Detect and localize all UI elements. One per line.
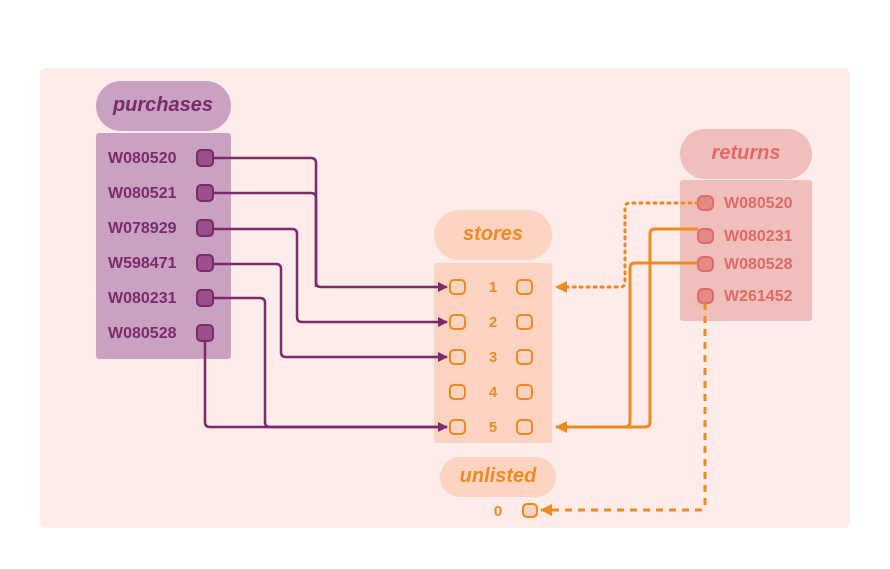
purchase-row: W080521: [108, 184, 214, 202]
store-number: 1: [489, 279, 497, 296]
store-port-out: [516, 349, 533, 365]
return-port: [697, 288, 714, 304]
purchase-port: [196, 219, 214, 237]
purchases-group: purchases W080520W080521W078929W598471W0…: [96, 81, 231, 359]
link-purchase-W080521-to-store-1: [212, 191, 318, 287]
return-row: W080231: [697, 228, 793, 245]
unlisted-value: 0: [494, 503, 502, 520]
store-port-in: [449, 419, 466, 435]
link-purchase-W598471-to-store-3: [212, 262, 448, 362]
store-row: 1: [449, 279, 533, 296]
purchase-row: W598471: [108, 254, 214, 272]
store-row: 3: [449, 349, 533, 366]
store-row: 5: [449, 419, 533, 436]
purchase-id: W080520: [108, 150, 177, 167]
store-port-in: [449, 314, 466, 330]
purchase-id: W080528: [108, 325, 177, 342]
store-port-in: [449, 349, 466, 365]
return-links: [540, 201, 707, 516]
return-id: W080231: [724, 228, 793, 245]
return-port: [697, 228, 714, 244]
returns-box: [680, 180, 812, 321]
unlisted-port: [522, 503, 538, 518]
link-return-W261452-to-unlisted: [540, 303, 707, 516]
store-port-in: [449, 279, 466, 295]
purchase-id: W598471: [108, 255, 177, 272]
unlisted-title: unlisted: [460, 465, 537, 487]
return-port: [697, 195, 714, 211]
link-return-W080528-to-store-5: [624, 261, 698, 429]
purchases-title-pill: [96, 81, 231, 131]
store-row: 4: [449, 384, 533, 401]
stores-title-pill: [434, 210, 552, 260]
purchase-row: W078929: [108, 219, 214, 237]
unlisted-title-pill: [440, 457, 556, 497]
store-port-in: [449, 384, 466, 400]
store-port-out: [516, 314, 533, 330]
purchase-links: [203, 156, 448, 432]
purchase-port: [196, 324, 214, 342]
purchases-title: purchases: [112, 94, 213, 116]
purchase-id: W078929: [108, 220, 177, 237]
store-number: 5: [489, 419, 497, 436]
purchase-id: W080521: [108, 185, 177, 202]
stores-group: stores 1 2 3 4 5: [434, 210, 552, 443]
purchase-id: W080231: [108, 290, 177, 307]
return-id: W080528: [724, 256, 793, 273]
link-return-W080520-to-store-1: [554, 201, 700, 293]
store-number: 3: [489, 349, 497, 366]
returns-title: returns: [712, 142, 781, 164]
store-port-out: [516, 384, 533, 400]
link-purchase-W080528-to-store-5: [203, 340, 447, 429]
return-row: W261452: [697, 288, 793, 305]
stores-title: stores: [463, 223, 523, 245]
purchase-row: W080520: [108, 149, 214, 167]
store-port-out: [516, 419, 533, 435]
link-purchase-W078929-to-store-2: [212, 227, 448, 327]
purchase-port: [196, 184, 214, 202]
purchase-port: [196, 289, 214, 307]
purchase-row: W080528: [108, 324, 214, 342]
link-return-W080231-to-store-5: [555, 227, 698, 433]
return-id: W080520: [724, 195, 793, 212]
store-number: 2: [489, 314, 497, 331]
purchase-row: W080231: [108, 289, 214, 307]
purchase-port: [196, 254, 214, 272]
store-row: 2: [449, 314, 533, 331]
unlisted-group: unlisted 0: [440, 457, 556, 520]
return-id: W261452: [724, 288, 793, 305]
purchase-port: [196, 149, 214, 167]
store-number: 4: [489, 384, 498, 401]
returns-title-pill: [680, 129, 812, 179]
return-port: [697, 256, 714, 272]
store-port-out: [516, 279, 533, 295]
